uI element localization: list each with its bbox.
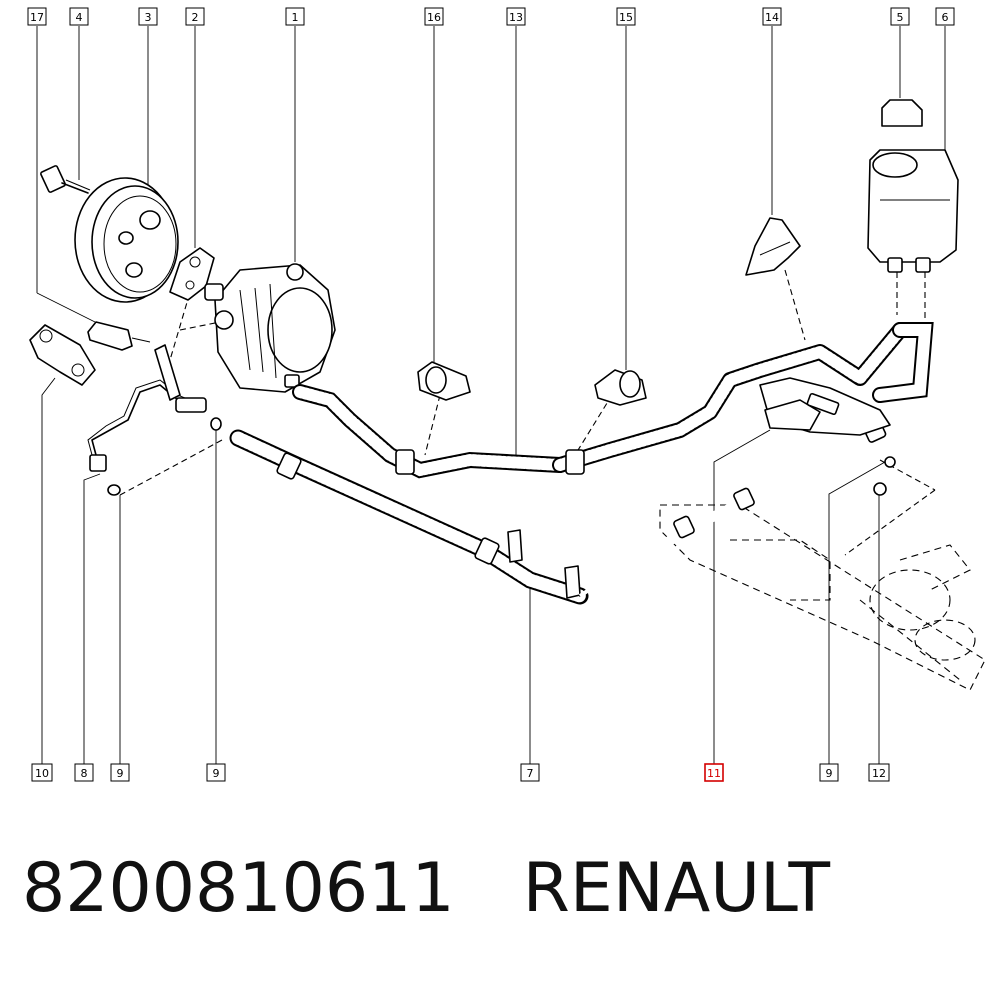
callout-13: 13 bbox=[506, 7, 526, 26]
hose-clamps bbox=[417, 361, 647, 406]
svg-text:1: 1 bbox=[292, 11, 299, 24]
svg-text:2: 2 bbox=[192, 11, 199, 24]
brand-name: RENAULT bbox=[522, 849, 831, 928]
o-rings bbox=[107, 417, 896, 496]
callout-5: 5 bbox=[890, 7, 910, 26]
svg-text:3: 3 bbox=[145, 11, 152, 24]
svg-text:17: 17 bbox=[30, 11, 44, 24]
callout-2: 2 bbox=[185, 7, 205, 26]
callout-14: 14 bbox=[762, 7, 782, 26]
hose-clip bbox=[29, 324, 96, 386]
part-caption: 8200810611 RENAULT bbox=[22, 855, 830, 923]
steering-rack-ghost bbox=[659, 504, 986, 691]
callout-9-pump: 9 bbox=[206, 763, 226, 782]
callout-8: 8 bbox=[74, 763, 94, 782]
pulley bbox=[74, 177, 179, 303]
svg-text:9: 9 bbox=[213, 767, 220, 780]
high-pressure-hose bbox=[229, 421, 887, 605]
power-steering-exploded-diagram: 17 4 3 2 1 16 13 15 14 5 6 10 bbox=[27, 7, 986, 782]
svg-text:4: 4 bbox=[76, 11, 83, 24]
svg-text:16: 16 bbox=[427, 11, 441, 24]
callout-3: 3 bbox=[138, 7, 158, 26]
fluid-reservoir bbox=[867, 99, 959, 273]
leader-lines bbox=[36, 26, 946, 764]
svg-text:8: 8 bbox=[81, 767, 88, 780]
svg-text:11: 11 bbox=[707, 767, 721, 780]
mounting-bracket bbox=[169, 247, 215, 301]
svg-text:13: 13 bbox=[509, 11, 523, 24]
svg-text:7: 7 bbox=[527, 767, 534, 780]
cooling-pipe bbox=[759, 377, 891, 436]
callout-1: 1 bbox=[285, 7, 305, 26]
callout-9-right: 9 bbox=[819, 763, 839, 782]
svg-text:14: 14 bbox=[765, 11, 779, 24]
svg-text:5: 5 bbox=[897, 11, 904, 24]
part-number: 8200810611 bbox=[22, 849, 455, 928]
callout-4: 4 bbox=[69, 7, 89, 26]
return-pipe-left bbox=[87, 344, 207, 472]
svg-text:9: 9 bbox=[117, 767, 124, 780]
svg-text:9: 9 bbox=[826, 767, 833, 780]
pressure-switch bbox=[87, 321, 151, 351]
callout-10: 10 bbox=[31, 763, 53, 782]
svg-text:12: 12 bbox=[872, 767, 886, 780]
power-steering-pump bbox=[204, 263, 336, 393]
callout-17: 17 bbox=[27, 7, 47, 26]
callout-12: 12 bbox=[868, 763, 890, 782]
hose-bracket bbox=[745, 217, 801, 276]
callout-15: 15 bbox=[616, 7, 636, 26]
svg-text:15: 15 bbox=[619, 11, 633, 24]
callout-7: 7 bbox=[520, 763, 540, 782]
svg-text:10: 10 bbox=[35, 767, 49, 780]
bolt bbox=[40, 165, 91, 194]
feed-hose bbox=[292, 322, 934, 479]
svg-text:6: 6 bbox=[942, 11, 949, 24]
callout-11-highlighted: 11 bbox=[704, 763, 724, 782]
callout-6: 6 bbox=[935, 7, 955, 26]
callout-9-left: 9 bbox=[110, 763, 130, 782]
callout-16: 16 bbox=[424, 7, 444, 26]
